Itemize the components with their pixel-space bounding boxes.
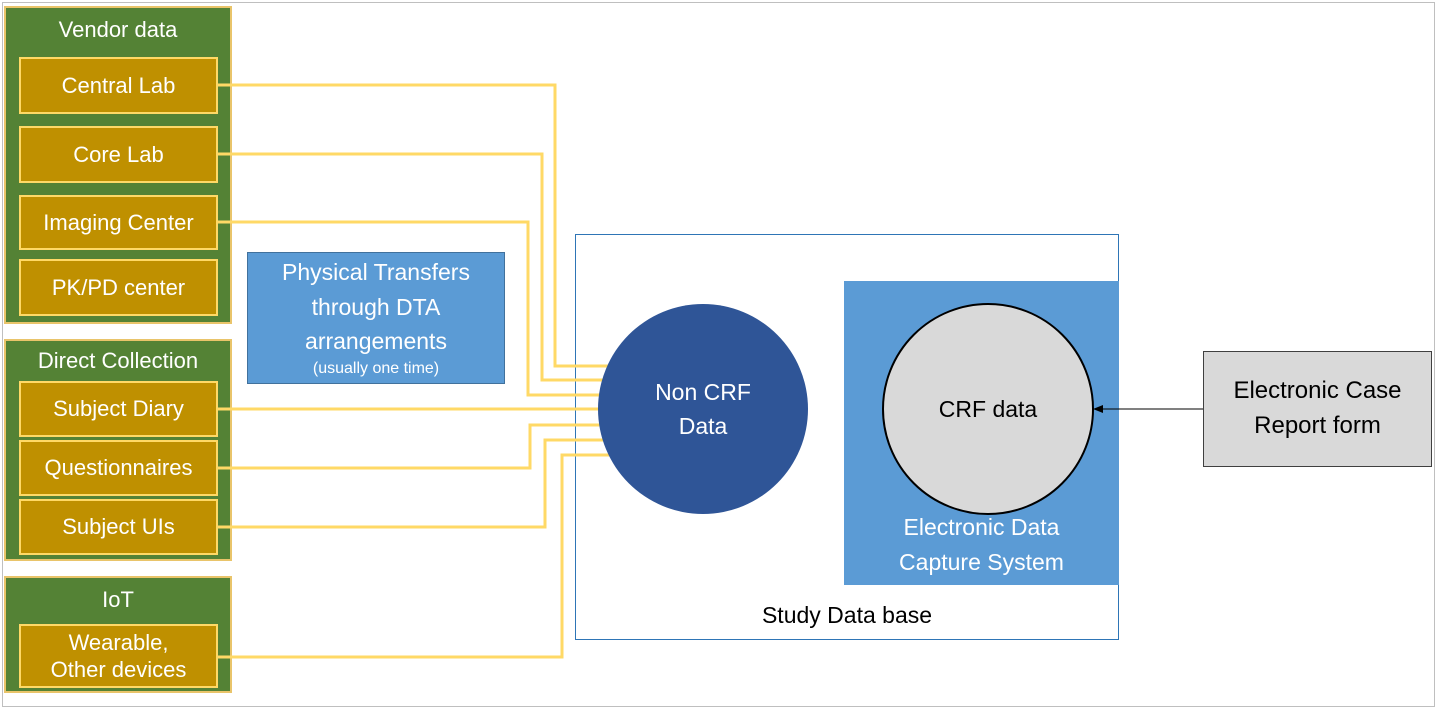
connector-central-lab [218,83,610,368]
vendor-data-title: Vendor data [58,17,178,42]
connector-subject-uis [218,438,605,529]
connector-wearable [218,453,610,659]
dta-transfer-box: Physical Transfers through DTA arrangeme… [247,252,505,384]
direct-collection-title: Direct Collection [37,348,199,373]
wearable-devices-box: Wearable, Other devices [19,624,218,688]
connector-questionnaires [218,423,600,470]
dta-line3: arrangements [305,328,447,354]
wearable-label: Wearable, [68,629,169,655]
subject-uis-box: Subject UIs [19,499,218,555]
iot-title: IoT [102,587,134,612]
pkpd-center-box: PK/PD center [19,259,218,316]
core-lab-box: Core Lab [19,126,218,183]
edc-label-line1: Electronic Data [903,514,1060,540]
imaging-center-box: Imaging Center [19,195,218,250]
non-crf-line2: Data [678,413,728,439]
dta-line2: through DTA [311,293,441,320]
crf-data-label: CRF data [938,395,1038,422]
questionnaires-box: Questionnaires [19,440,218,496]
non-crf-data-circle: Non CRF Data [598,304,808,514]
crf-data-circle: CRF data [882,303,1094,515]
ecrf-line2: Report form [1254,412,1381,439]
edc-system-label: Electronic Data Capture System [844,510,1119,579]
non-crf-line1: Non CRF [655,378,751,405]
subject-diary-box: Subject Diary [19,381,218,437]
ecrf-line1: Electronic Case [1233,377,1402,405]
dta-line1: Physical Transfers [282,259,470,285]
other-devices-label: Other devices [50,657,187,682]
central-lab-box: Central Lab [19,57,218,114]
connector-imaging-center [218,220,600,397]
dta-note: (usually one time) [312,359,440,377]
ecrf-box: Electronic Case Report form [1203,351,1432,467]
edc-label-line2: Capture System [899,548,1064,575]
study-database-label: Study Data base [761,602,933,628]
connector-core-lab [218,152,605,382]
